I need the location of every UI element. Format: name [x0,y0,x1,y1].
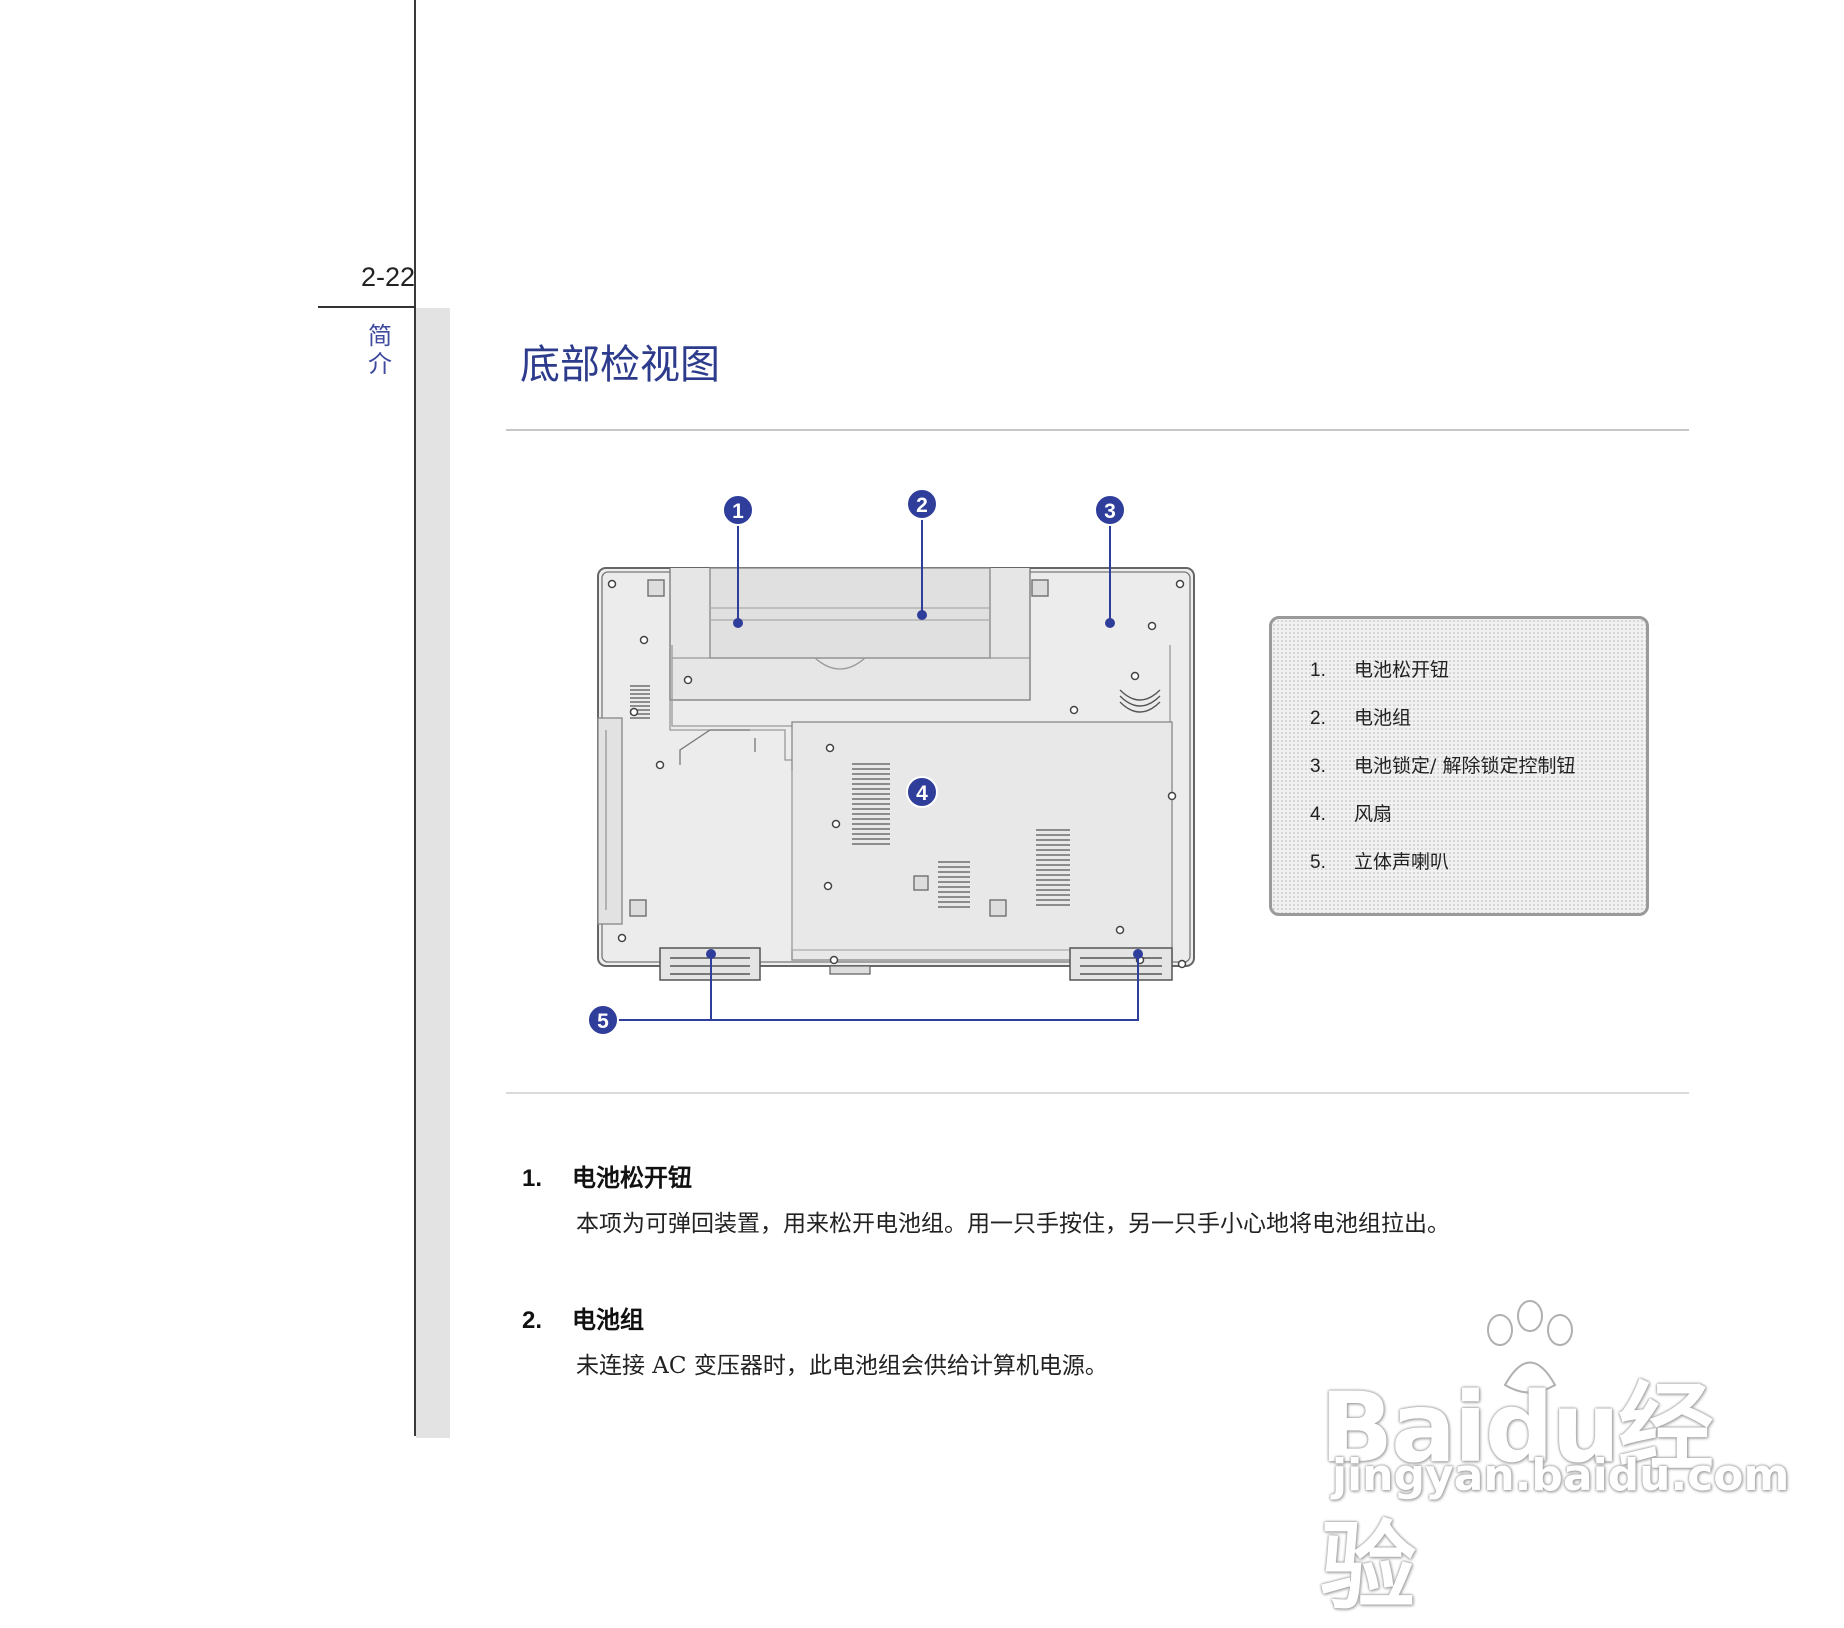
legend-item-label: 立体声喇叭 [1354,851,1450,873]
page-number-rule [318,306,416,308]
callout-badge-1: 1 [722,494,754,526]
description-number: 1. [522,1165,543,1192]
legend-item: 1. 电池松开钮 [1310,655,1449,682]
callout-dots [706,610,1143,959]
legend-item: 5. 立体声喇叭 [1310,847,1449,874]
legend-item-label: 电池组 [1354,707,1412,729]
svg-text:4: 4 [916,782,928,805]
description-body: 本项为可弹回装置，用来松开电池组。用一只手按住，另一只手小心地将电池组拉出。 [576,1211,1450,1237]
watermark-url: jingyan.baidu.com [1332,1450,1790,1501]
laptop-bottom-diagram: 1 2 3 4 5 [587,488,1195,1036]
legend-item-label: 电池松开钮 [1354,659,1450,681]
legend-item-label: 电池锁定/ 解除锁定控制钮 [1354,755,1576,777]
legend-item: 4. 风扇 [1310,799,1392,826]
fan-grille [852,763,890,845]
callout-badge-5: 5 [587,1004,619,1036]
page-margin-rule [414,0,416,1436]
vent-top-right [1119,689,1161,713]
legend-item-number: 3. [1310,756,1326,777]
svg-text:5: 5 [597,1010,609,1033]
callout-badges: 1 2 3 4 5 [587,488,1126,1036]
legend-item-number: 5. [1310,852,1326,873]
legend-item-label: 风扇 [1354,803,1393,825]
section-title: 底部检视图 [520,342,720,388]
legend-item: 3. 电池锁定/ 解除锁定控制钮 [1310,751,1575,778]
svg-text:1: 1 [732,500,744,523]
legend-item-number: 1. [1310,660,1326,681]
chapter-label: 简介 [368,322,392,378]
description-title: 电池组 [572,1305,644,1334]
legend-box: 1. 电池松开钮 2. 电池组 3. 电池锁定/ 解除锁定控制钮 4. 风扇 5. 立体声… [1269,616,1649,916]
callout-badge-3: 3 [1094,494,1126,526]
description-heading: 2. 电池组 [522,1300,644,1335]
vent-bottom-right [1036,829,1070,906]
paw-icon [1487,1300,1573,1394]
legend-item-number: 4. [1310,804,1326,825]
vent-grilles [630,685,1161,908]
svg-text:3: 3 [1104,500,1116,523]
chapter-side-band [416,308,450,1438]
section-divider-top [506,429,1689,431]
legend-item: 2. 电池组 [1310,703,1411,730]
baidu-watermark: Baidu经验 jingyan.baidu.com [1320,1290,1789,1623]
description-title: 电池松开钮 [572,1163,692,1192]
callout-lines [603,504,1139,1021]
callout-badge-4: 4 [906,776,938,808]
description-number: 2. [522,1307,543,1334]
section-divider-bottom [506,1092,1689,1094]
vent-bottom-mid [938,861,970,908]
callout-badge-2: 2 [906,488,938,520]
description-heading: 1. 电池松开钮 [522,1158,692,1193]
laptop-chassis [597,567,1195,975]
legend-item-number: 2. [1310,708,1326,729]
svg-text:2: 2 [916,494,928,517]
description-body: 未连接 AC 变压器时，此电池组会供给计算机电源。 [576,1353,1108,1379]
page-number: 2-22 [360,262,415,292]
